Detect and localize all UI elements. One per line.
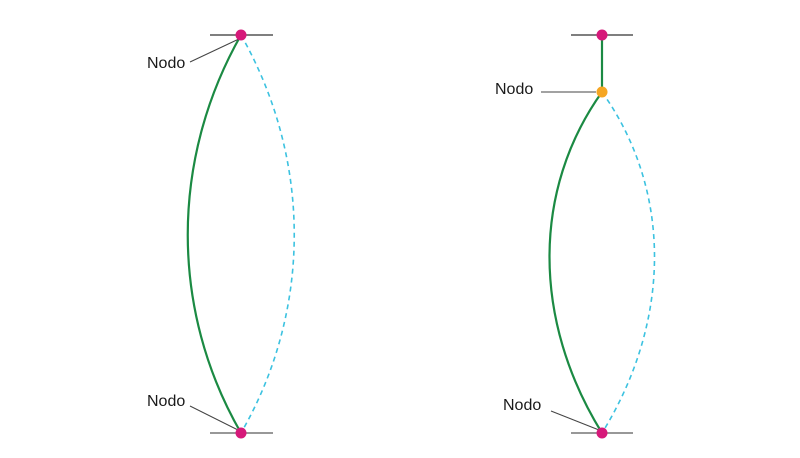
right-middle-node bbox=[596, 86, 608, 98]
right-wave-dashed bbox=[601, 91, 656, 434]
left-top-node bbox=[235, 29, 247, 41]
right-bottom-node-label: Nodo bbox=[503, 397, 541, 414]
left-bottom-node bbox=[235, 427, 247, 439]
left-top-node-label: Nodo bbox=[147, 55, 185, 72]
left-bottom-leader-line bbox=[189, 405, 239, 431]
right-top-node bbox=[596, 29, 608, 41]
left-wave-dashed bbox=[240, 34, 295, 434]
right-string-diagram: Nodo Nodo bbox=[495, 29, 656, 439]
left-bottom-node-label: Nodo bbox=[147, 393, 185, 410]
left-wave-solid bbox=[186, 34, 242, 434]
left-string-diagram: Nodo Nodo bbox=[147, 29, 295, 439]
right-middle-node-label: Nodo bbox=[495, 81, 533, 98]
right-bottom-leader-line bbox=[550, 410, 600, 431]
left-top-leader-line bbox=[189, 37, 242, 63]
right-wave-solid bbox=[548, 91, 603, 434]
right-bottom-node bbox=[596, 427, 608, 439]
